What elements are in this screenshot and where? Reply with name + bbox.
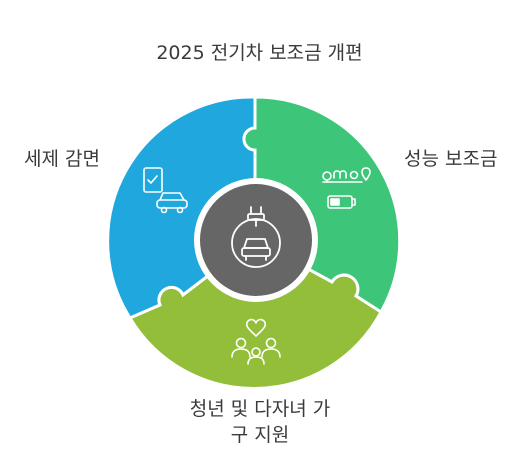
segment-label-family-line-1: 청년 및 다자녀 가 (189, 398, 331, 420)
segment-label-family-line-2: 구 지원 (230, 424, 290, 446)
segment-family (127, 238, 383, 390)
route-battery-icon (322, 167, 371, 209)
tablet-check-car-icon (143, 167, 188, 214)
family-heart-icon (231, 318, 281, 365)
segment-label-family: 청년 및 다자녀 가 구 지원 (140, 396, 380, 448)
diagram-title: 2025 전기차 보조금 개편 (156, 42, 363, 64)
segment-label-tax: 세제 감면 (24, 148, 100, 170)
ev-charging-car-icon (231, 206, 281, 268)
segment-label-performance: 성능 보조금 (404, 148, 498, 170)
center-hub (200, 184, 312, 296)
